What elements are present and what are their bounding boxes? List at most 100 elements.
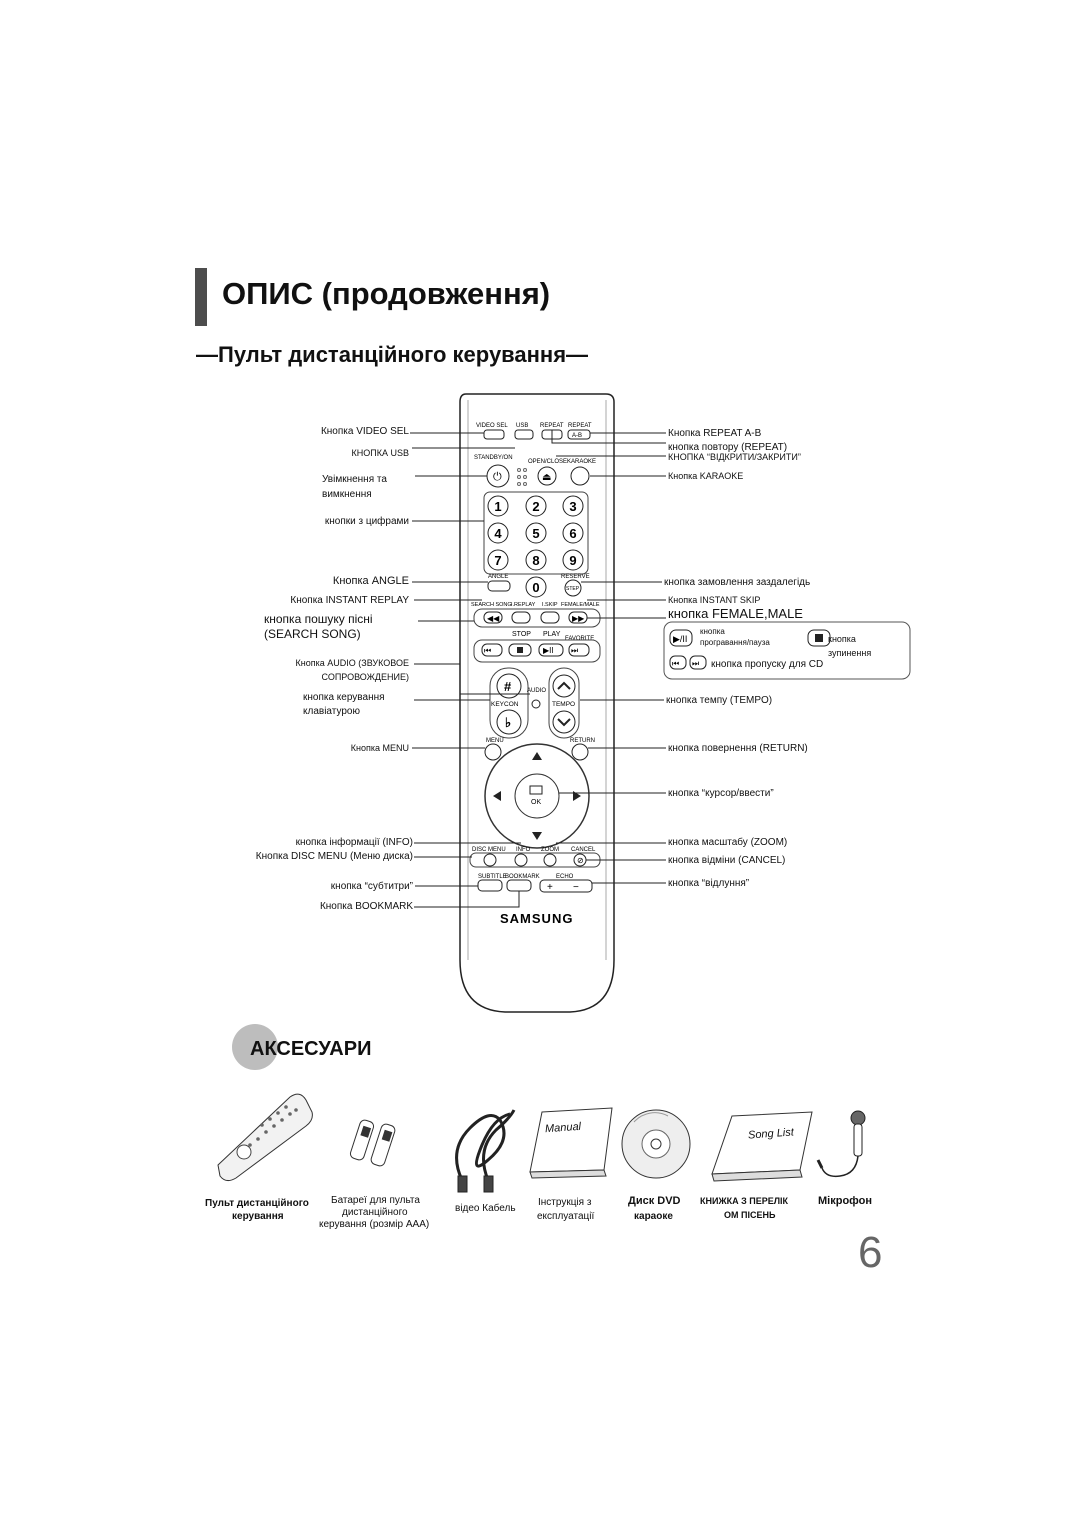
label-video-sel: Кнопка VIDEO SEL	[320, 426, 409, 437]
svg-text:ECHO: ECHO	[556, 874, 574, 880]
video-sel-text: VIDEO SEL	[476, 423, 508, 429]
acc-remote-label-1: Пульт дистанційного	[205, 1198, 309, 1209]
svg-text:AUDIO: AUDIO	[527, 688, 546, 694]
svg-text:OK: OK	[531, 799, 541, 806]
svg-text:I.REPLAY: I.REPLAY	[511, 602, 536, 608]
acc-songlist-label-1: КНИЖКА З ПЕРЕЛІК	[700, 1196, 789, 1206]
accessory-microphone-image	[816, 1110, 866, 1178]
svg-text:7: 7	[494, 553, 501, 568]
label-power-1: Увімкнення та	[322, 474, 387, 485]
svg-text:DISC MENU: DISC MENU	[472, 847, 506, 853]
svg-text:▶▶: ▶▶	[572, 614, 585, 623]
svg-text:▶II: ▶II	[543, 646, 554, 655]
label-zoom: кнопка масштабу (ZOOM)	[668, 837, 788, 848]
svg-text:ANGLE: ANGLE	[488, 574, 508, 580]
svg-text:◀◀: ◀◀	[487, 614, 500, 623]
page-number: 6	[858, 1228, 883, 1277]
step-button	[564, 579, 582, 597]
svg-text:▶/II: ▶/II	[673, 634, 687, 644]
accessories-title-bubble	[232, 1024, 278, 1070]
legend-stop-2: зупинення	[828, 648, 872, 658]
svg-text:⏭: ⏭	[571, 646, 578, 655]
label-subtitle: кнопка “субтитри”	[330, 881, 413, 892]
repeat-ab-button	[567, 429, 591, 440]
acc-manual-label-1: Інструкція з	[538, 1197, 592, 1208]
label-usb: КНОПКА USB	[351, 448, 409, 458]
accessory-dvd-image	[621, 1109, 691, 1179]
svg-text:0: 0	[532, 580, 539, 595]
label-echo: кнопка “відлуння”	[668, 878, 750, 889]
label-info: кнопка інформації (INFO)	[295, 837, 413, 848]
svg-text:#: #	[504, 679, 512, 694]
svg-text:KARAOKE: KARAOKE	[567, 459, 596, 465]
usb-button	[514, 429, 534, 440]
accessory-video-cable-image	[455, 1109, 516, 1193]
svg-text:⏮: ⏮	[484, 646, 491, 655]
svg-text:STEP: STEP	[566, 586, 580, 592]
svg-text:⏮: ⏮	[672, 659, 679, 668]
acc-dvd-label-2: караоке	[634, 1211, 673, 1222]
label-keycon-2: клавіатурою	[303, 706, 360, 717]
angle-button	[487, 580, 511, 592]
svg-text:8: 8	[532, 553, 539, 568]
legend-stop-1: кнопка	[828, 634, 856, 644]
svg-text:I.SKIP: I.SKIP	[542, 602, 558, 608]
label-search-song-2: (SEARCH SONG)	[264, 627, 361, 641]
label-power-2: вимкнення	[322, 489, 372, 500]
label-audio-1: Кнопка AUDIO (ЗВУКОВОЕ	[295, 658, 409, 668]
acc-cable-label: відео Кабель	[455, 1203, 516, 1214]
svg-text:6: 6	[569, 526, 576, 541]
label-instant-replay: Кнопка INSTANT REPLAY	[290, 595, 409, 606]
accessory-remote-image	[217, 1093, 313, 1182]
svg-text:A-B: A-B	[572, 433, 582, 439]
svg-text:PLAY: PLAY	[543, 631, 561, 638]
svg-text:RESERVE: RESERVE	[561, 574, 590, 580]
svg-text:⏻: ⏻	[493, 471, 502, 483]
label-tempo: кнопка темпу (TEMPO)	[666, 695, 773, 706]
svg-text:FAVORITE: FAVORITE	[565, 636, 594, 642]
acc-remote-label-2: керування	[232, 1211, 284, 1222]
svg-text:⊘: ⊘	[577, 856, 584, 865]
svg-text:2: 2	[532, 499, 539, 514]
svg-text:1: 1	[494, 499, 501, 514]
manual-cover-text: Manual	[544, 1120, 582, 1136]
label-instant-skip: Кнопка INSTANT SKIP	[668, 595, 761, 605]
svg-text:KEYCON: KEYCON	[491, 701, 519, 708]
svg-text:STOP: STOP	[512, 631, 531, 638]
svg-text:9: 9	[569, 553, 576, 568]
label-open-close: КНОПКА “ВІДКРИТИ/ЗАКРИТИ”	[668, 452, 801, 462]
accessory-batteries-image	[349, 1119, 396, 1167]
svg-text:USB: USB	[516, 423, 528, 429]
acc-microphone-label: Мікрофон	[818, 1195, 873, 1207]
remote-brand-logo: SAMSUNG	[500, 911, 573, 926]
svg-text:SEARCH SONG: SEARCH SONG	[471, 602, 512, 608]
label-menu: Кнопка MENU	[350, 743, 409, 753]
label-repeat: кнопка повтору (REPEAT)	[668, 442, 788, 453]
svg-text:5: 5	[532, 526, 539, 541]
svg-text:INFO: INFO	[516, 847, 531, 853]
svg-text:FEMALE/MALE: FEMALE/MALE	[561, 602, 600, 608]
svg-text:OPEN/CLOSE: OPEN/CLOSE	[528, 459, 567, 465]
svg-text:REPEAT: REPEAT	[568, 423, 592, 429]
ok-button	[514, 773, 560, 819]
acc-batteries-label-3: керування (розмір AAA)	[319, 1219, 430, 1230]
legend-play-pause-1: кнопка	[700, 627, 725, 636]
acc-songlist-label-2: ОМ ПІСЕНЬ	[724, 1210, 776, 1220]
acc-batteries-label-2: дистанційного	[342, 1207, 408, 1218]
label-female-male: кнопка FEMALE,MALE	[668, 606, 803, 621]
svg-text:STANDBY/ON: STANDBY/ON	[474, 455, 513, 461]
accessory-manual-image	[529, 1107, 613, 1179]
label-repeat-ab: Кнопка REPEAT A-B	[668, 428, 762, 439]
svg-text:ZOOM: ZOOM	[541, 847, 559, 853]
svg-text:⏏: ⏏	[542, 472, 551, 483]
open-close-button	[537, 466, 557, 486]
acc-dvd-label-1: Диск DVD	[628, 1195, 681, 1207]
label-disc-menu: Кнопка DISC MENU (Меню диска)	[255, 851, 413, 862]
legend-play-pause-2: програвання/пауза	[700, 638, 770, 647]
label-angle: Кнопка ANGLE	[332, 575, 409, 587]
svg-text:⏭: ⏭	[692, 659, 699, 668]
accessory-songlist-image	[711, 1111, 813, 1182]
acc-batteries-label-1: Батареї для пульта	[331, 1195, 420, 1206]
label-search-song-1: кнопка пошуку пісні	[264, 612, 373, 626]
